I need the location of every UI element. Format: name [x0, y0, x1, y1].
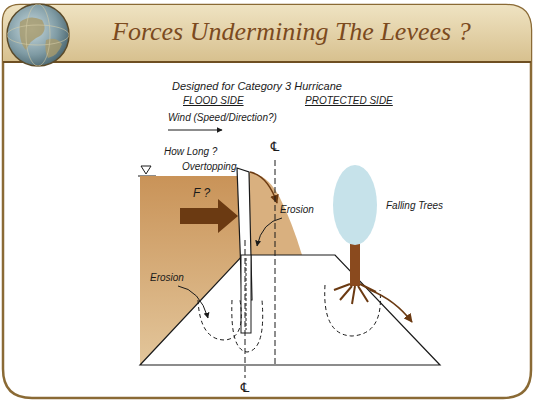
centerline-symbol: ℄	[271, 140, 279, 155]
globe-image	[7, 4, 69, 66]
side-label: FLOOD SIDE	[183, 95, 244, 107]
duration-label: How Long ?	[164, 146, 217, 158]
sheet-pile	[241, 255, 251, 333]
failure-arc	[325, 285, 381, 336]
slide-frame	[3, 5, 531, 398]
erosion-arrow	[178, 286, 208, 318]
header-rule	[3, 61, 531, 63]
slide-title: Forces Undermining The Levees ?	[112, 18, 471, 47]
wind-arrow	[168, 130, 222, 131]
centerline	[245, 240, 246, 378]
overtopping-arrow	[250, 172, 277, 203]
force-label: F ?	[193, 187, 210, 201]
flood-water	[140, 176, 243, 365]
side-label: PROTECTED SIDE	[305, 95, 393, 107]
force-arrow	[180, 199, 238, 233]
header-bar	[3, 5, 531, 62]
levee-section	[140, 255, 440, 365]
centerline-symbol: ℄	[241, 381, 249, 396]
erosion-label: Erosion	[280, 204, 314, 216]
erosion-label: Erosion	[150, 272, 184, 284]
wind-label: Wind (Speed/Direction?)	[168, 112, 277, 124]
erosion-arrow	[257, 218, 282, 246]
overtopping-label: Overtopping	[182, 161, 236, 173]
failure-arc	[232, 300, 263, 352]
centerline	[275, 160, 276, 365]
design-note: Designed for Category 3 Hurricane	[172, 80, 342, 93]
sheet-pile-hatch	[246, 258, 247, 330]
hazard-label: Falling Trees	[386, 200, 443, 212]
tree	[333, 165, 377, 304]
uprooting-arrow	[370, 290, 412, 322]
failure-arc	[198, 300, 241, 340]
